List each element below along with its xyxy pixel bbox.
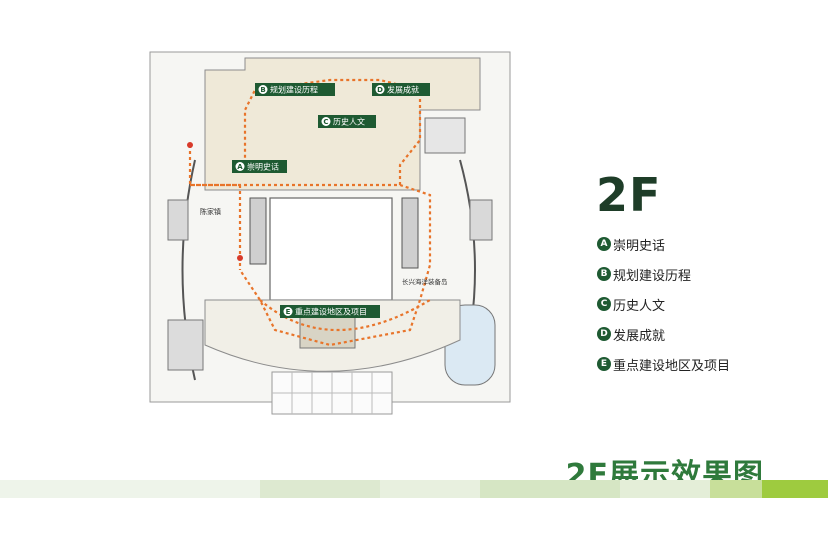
svg-text:B: B — [260, 86, 265, 94]
legend-label-b: 规划建设历程 — [613, 268, 692, 284]
zone-tag-c: C 历史人文 — [318, 115, 376, 128]
legend-badge-e: E — [597, 357, 611, 371]
atrium-void — [269, 197, 393, 301]
legend-badge-b: B — [597, 267, 611, 281]
legend-badge-d: D — [597, 327, 611, 341]
left-room — [167, 319, 204, 371]
zone-tag-a: A 崇明史话 — [232, 160, 287, 173]
svg-text:崇明史话: 崇明史话 — [247, 162, 279, 172]
left-stair — [167, 199, 189, 241]
floor-title: 2F — [596, 168, 662, 222]
legend-badge-c: C — [597, 297, 611, 311]
legend-label-d: 发展成就 — [613, 328, 666, 344]
svg-text:D: D — [377, 86, 383, 94]
right-service-room — [424, 117, 466, 154]
right-escalator — [401, 197, 419, 269]
route-start-marker — [187, 142, 193, 148]
svg-text:发展成就: 发展成就 — [387, 85, 419, 95]
svg-text:重点建设地区及项目: 重点建设地区及项目 — [295, 307, 367, 317]
legend-label-e: 重点建设地区及项目 — [613, 358, 731, 374]
legend-label-c: 历史人文 — [613, 298, 666, 314]
left-escalator — [249, 197, 267, 265]
route-marker — [237, 255, 243, 261]
zone-tag-d: D 发展成就 — [372, 83, 430, 96]
svg-text:A: A — [237, 163, 243, 171]
zone-tag-e: E 重点建设地区及项目 — [280, 305, 380, 318]
svg-text:历史人文: 历史人文 — [333, 117, 365, 127]
lower-route-loop — [259, 299, 431, 332]
label-chengjiazhen: 陈家镇 — [200, 207, 221, 216]
legend-badge-a: A — [597, 237, 611, 251]
right-stair — [469, 199, 493, 241]
svg-text:E: E — [286, 308, 291, 316]
decorative-color-band — [0, 480, 828, 498]
svg-text:规划建设历程: 规划建设历程 — [270, 85, 318, 95]
zone-tag-b: B 规划建设历程 — [255, 83, 335, 96]
label-changxing: 长兴海洋装备岛 — [402, 277, 448, 286]
svg-text:C: C — [323, 118, 328, 126]
visitor-route — [188, 78, 432, 347]
legend-label-a: 崇明史话 — [613, 238, 666, 254]
